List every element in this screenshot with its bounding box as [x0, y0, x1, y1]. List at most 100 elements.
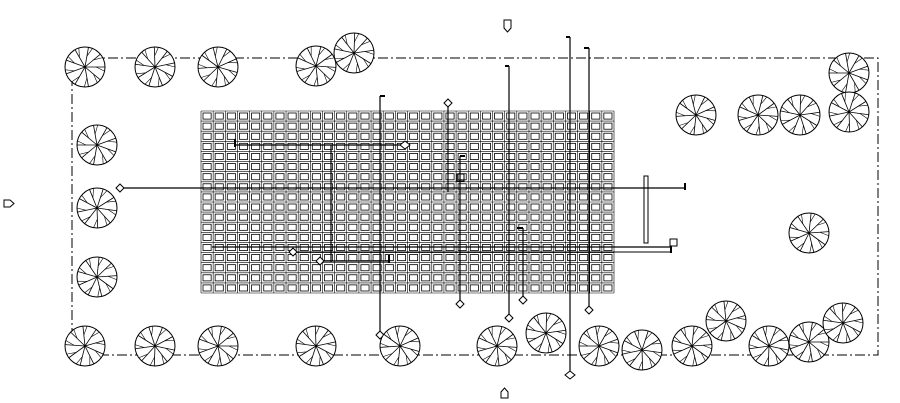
paving-tile: [396, 122, 406, 130]
paving-tile: [251, 142, 261, 150]
tree-branch-line: [693, 114, 697, 135]
tree-branch-line: [399, 327, 410, 347]
tree-branch-line: [135, 345, 156, 350]
tree-branch-line: [674, 336, 682, 344]
tree-branch-line: [85, 260, 98, 278]
tree-branch-line: [92, 188, 94, 198]
tree-branch-line: [482, 354, 492, 361]
paving-tile: [287, 274, 297, 282]
paving-tile: [384, 153, 394, 160]
tree-branch-line: [725, 320, 736, 340]
tree-branch-line: [97, 257, 104, 267]
paving-tile: [311, 203, 321, 211]
paving-tile: [239, 233, 248, 241]
tree-branch-line: [624, 340, 643, 351]
tree-branch-line: [353, 32, 356, 54]
tree-branch-line: [755, 345, 770, 362]
tree-branch-line: [380, 342, 390, 348]
paving-tile: [469, 112, 479, 120]
paving-tile: [542, 183, 552, 191]
tree-branch-line: [808, 352, 812, 363]
tree-branch-line: [404, 330, 413, 337]
tree-branch-line: [859, 76, 867, 84]
tree-branch-line: [527, 324, 536, 331]
tree-branch-line: [699, 335, 710, 339]
tree-branch-line: [789, 227, 810, 234]
tree-branch-line: [725, 304, 738, 322]
tree-branch-line: [334, 48, 355, 54]
tree-branch-line: [739, 106, 759, 116]
paving-tile: [409, 173, 419, 181]
paving-tile: [324, 122, 334, 130]
paving-tile: [251, 112, 261, 120]
paving-tile: [202, 233, 212, 241]
radial-tree-icon: [76, 256, 118, 298]
paving-tile: [469, 254, 479, 262]
tree-branch-line: [315, 345, 334, 356]
tree-branch-line: [810, 113, 821, 117]
paving-tile: [324, 264, 334, 272]
tree-branch-line: [854, 82, 856, 93]
tree-branch-line: [833, 120, 843, 126]
tree-branch-line: [622, 349, 643, 355]
section-marker-icon: [564, 370, 576, 380]
tree-branch-line: [86, 48, 93, 57]
paving-tile: [530, 132, 540, 140]
tree-branch-line: [691, 326, 695, 347]
radial-tree-icon: [197, 325, 239, 367]
tree-branch-line: [845, 122, 850, 132]
paving-tile: [311, 213, 321, 221]
tree-branch-line: [138, 353, 148, 359]
tree-branch-line: [158, 329, 167, 337]
paving-tile: [567, 163, 576, 171]
tree-branch-line: [325, 350, 332, 360]
paving-tile: [214, 173, 224, 181]
paving-tile: [579, 233, 589, 241]
tree-branch-line: [695, 96, 706, 116]
tree-branch-line: [154, 327, 163, 347]
paving-tile: [372, 142, 382, 150]
tree-branch-line: [201, 54, 219, 68]
tree-branch-line: [84, 286, 93, 293]
tree-branch-line: [807, 102, 817, 108]
tree-branch-line: [399, 337, 419, 347]
paving-tile: [409, 203, 419, 211]
paving-tile: [530, 264, 540, 272]
tree-branch-line: [695, 106, 715, 116]
paving-tile: [433, 213, 443, 221]
paving-tile: [494, 142, 504, 150]
tree-branch-line: [854, 57, 863, 64]
paving-tile: [360, 153, 370, 160]
tree-branch-line: [217, 332, 234, 347]
paving-tile: [603, 274, 613, 282]
paving-tile: [554, 142, 564, 150]
paving-tile: [567, 264, 576, 272]
paving-tile: [214, 203, 224, 211]
tree-branch-line: [723, 301, 727, 322]
tree-branch-line: [802, 322, 804, 333]
tree-branch-line: [74, 66, 86, 85]
tree-branch-line: [809, 213, 816, 223]
tree-branch-line: [96, 207, 117, 212]
tree-branch-line: [102, 154, 104, 165]
paving-tile: [239, 163, 248, 171]
tree-branch-line: [141, 345, 156, 362]
tree-branch-line: [848, 111, 851, 133]
tree-branch-line: [405, 355, 408, 365]
tree-branch-line: [673, 345, 693, 355]
tree-branch-line: [96, 207, 99, 229]
tree-branch-line: [207, 328, 219, 347]
tree-branch-line: [545, 312, 548, 334]
paving-tile: [433, 142, 443, 150]
tree-branch-line: [353, 37, 368, 54]
tree-branch-line: [96, 262, 112, 278]
paving-tile: [299, 274, 309, 282]
paving-tile: [494, 264, 504, 272]
paving-tile: [226, 254, 236, 262]
paving-tile: [567, 193, 576, 201]
tree-branch-line: [76, 207, 87, 211]
tree-branch-line: [394, 326, 401, 347]
paving-tile: [591, 193, 601, 201]
paving-tile: [591, 264, 601, 272]
paving-tile: [348, 193, 358, 201]
